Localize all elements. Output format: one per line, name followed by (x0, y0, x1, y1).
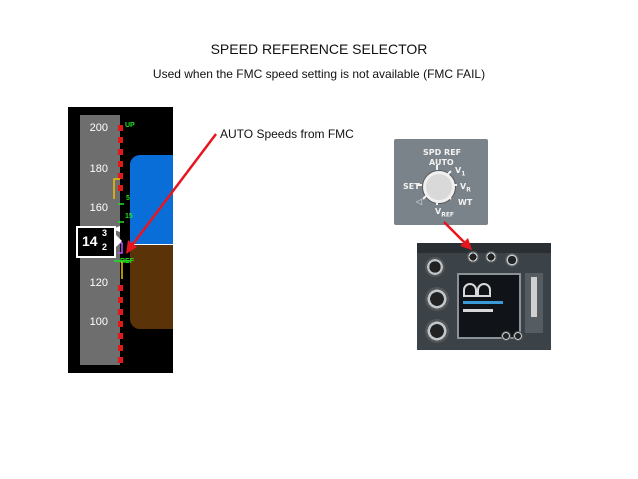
gauge-icon (425, 319, 449, 343)
knob-detent-ticks (417, 165, 457, 205)
bug-flaps-5: 5 (126, 195, 130, 202)
speed-tick-strip (118, 125, 123, 363)
readout-upper-digit: 3 (102, 228, 108, 238)
selector-decrease-icon: ◁ (416, 197, 423, 206)
readout-main-digits: 14 (82, 233, 98, 249)
gauge-icon (467, 251, 479, 263)
bug-up: UP (125, 122, 135, 129)
gauge-icon (501, 331, 511, 341)
readout-lower-digit: 2 (102, 242, 108, 252)
selector-v1-label: V1 (455, 166, 466, 178)
page-subtitle: Used when the FMC speed setting is not a… (152, 67, 486, 81)
attitude-ground (130, 245, 173, 329)
gauge-icon (513, 331, 523, 341)
spd-ref-selector-panel: SPD REF AUTO V1 VR WT VREF SET ◁ (394, 139, 488, 225)
speed-bug-marks (112, 178, 130, 279)
gauge-icon (505, 253, 519, 267)
selector-vref-label: VREF (435, 207, 455, 219)
horizon-line (130, 244, 173, 245)
arrow-head-icon (460, 238, 472, 250)
page-title: SPEED REFERENCE SELECTOR (210, 41, 428, 57)
auto-speeds-callout: AUTO Speeds from FMC (220, 127, 354, 141)
readout-pointer-icon (114, 233, 122, 249)
gauge-icon (485, 251, 497, 263)
current-speed-readout: 14 3 2 (76, 226, 116, 258)
selector-auto-label: AUTO (429, 158, 454, 167)
speed-label-160: 160 (89, 202, 108, 214)
display-screen (457, 273, 521, 339)
selector-heading: SPD REF (423, 148, 462, 157)
selector-wt-label: WT (458, 198, 473, 207)
gauge-icon (425, 257, 445, 277)
speed-label-120: 120 (89, 277, 108, 289)
speed-label-180: 180 (89, 163, 108, 175)
selector-vr-label: VR (460, 182, 471, 194)
speed-label-200: 200 (89, 122, 108, 134)
gauge-icon (425, 287, 449, 311)
arrow-head-icon (126, 240, 137, 254)
bug-flaps-15: 15 (125, 213, 133, 220)
speed-label-100: 100 (89, 316, 108, 328)
selector-set-label: SET (403, 182, 420, 191)
cockpit-panel-photo (417, 243, 551, 350)
